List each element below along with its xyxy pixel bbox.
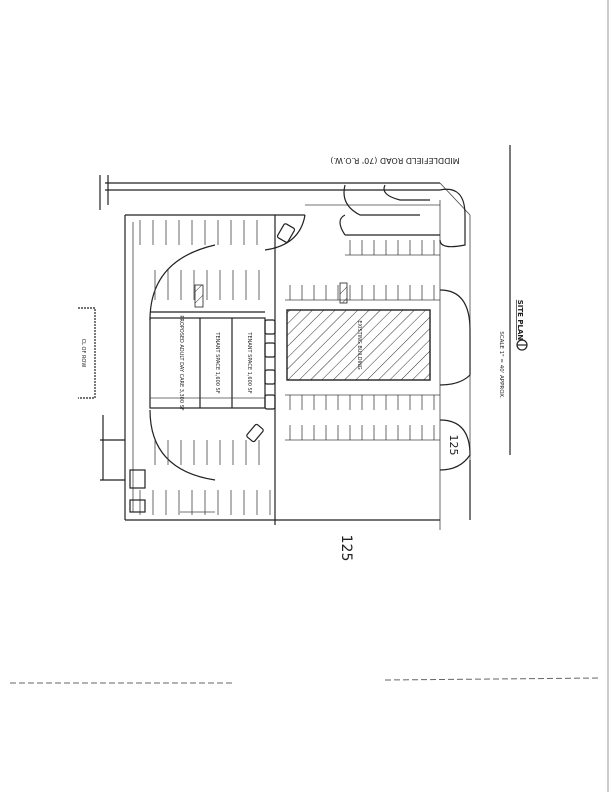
road-label: MIDDLEFIELD ROAD (70' R.O.W.)	[330, 156, 459, 165]
building-label-adult-day-care: PROPOSED ADULT DAY CARE 3,300 SF	[178, 315, 184, 410]
proposed-building	[149, 284, 266, 409]
sign-details	[100, 415, 215, 513]
side-note-box	[78, 307, 96, 399]
dumpster-enclosure	[339, 282, 348, 304]
lot-boundary	[124, 214, 440, 525]
side-note: CL OF ROW	[80, 339, 86, 368]
building-label-tenant-1: TENANT SPACE 1,600 SF	[214, 331, 220, 393]
handwritten-dimension-1: 125	[338, 535, 354, 562]
building-label-tenant-2: TENANT SPACE 1,600 SF	[246, 331, 252, 393]
handwritten-dimension-2: 125	[447, 435, 460, 456]
existing-building-label: EXISTING BUILDING	[356, 320, 362, 369]
scale-note: SCALE 1" = 40' APPROX.	[498, 331, 504, 399]
plan-title: SITE PLAN	[516, 300, 524, 341]
driveways	[285, 184, 471, 520]
cars	[246, 223, 296, 443]
parking-stalls	[139, 220, 435, 515]
scan-edge-right	[384, 677, 601, 681]
existing-building	[286, 309, 431, 381]
